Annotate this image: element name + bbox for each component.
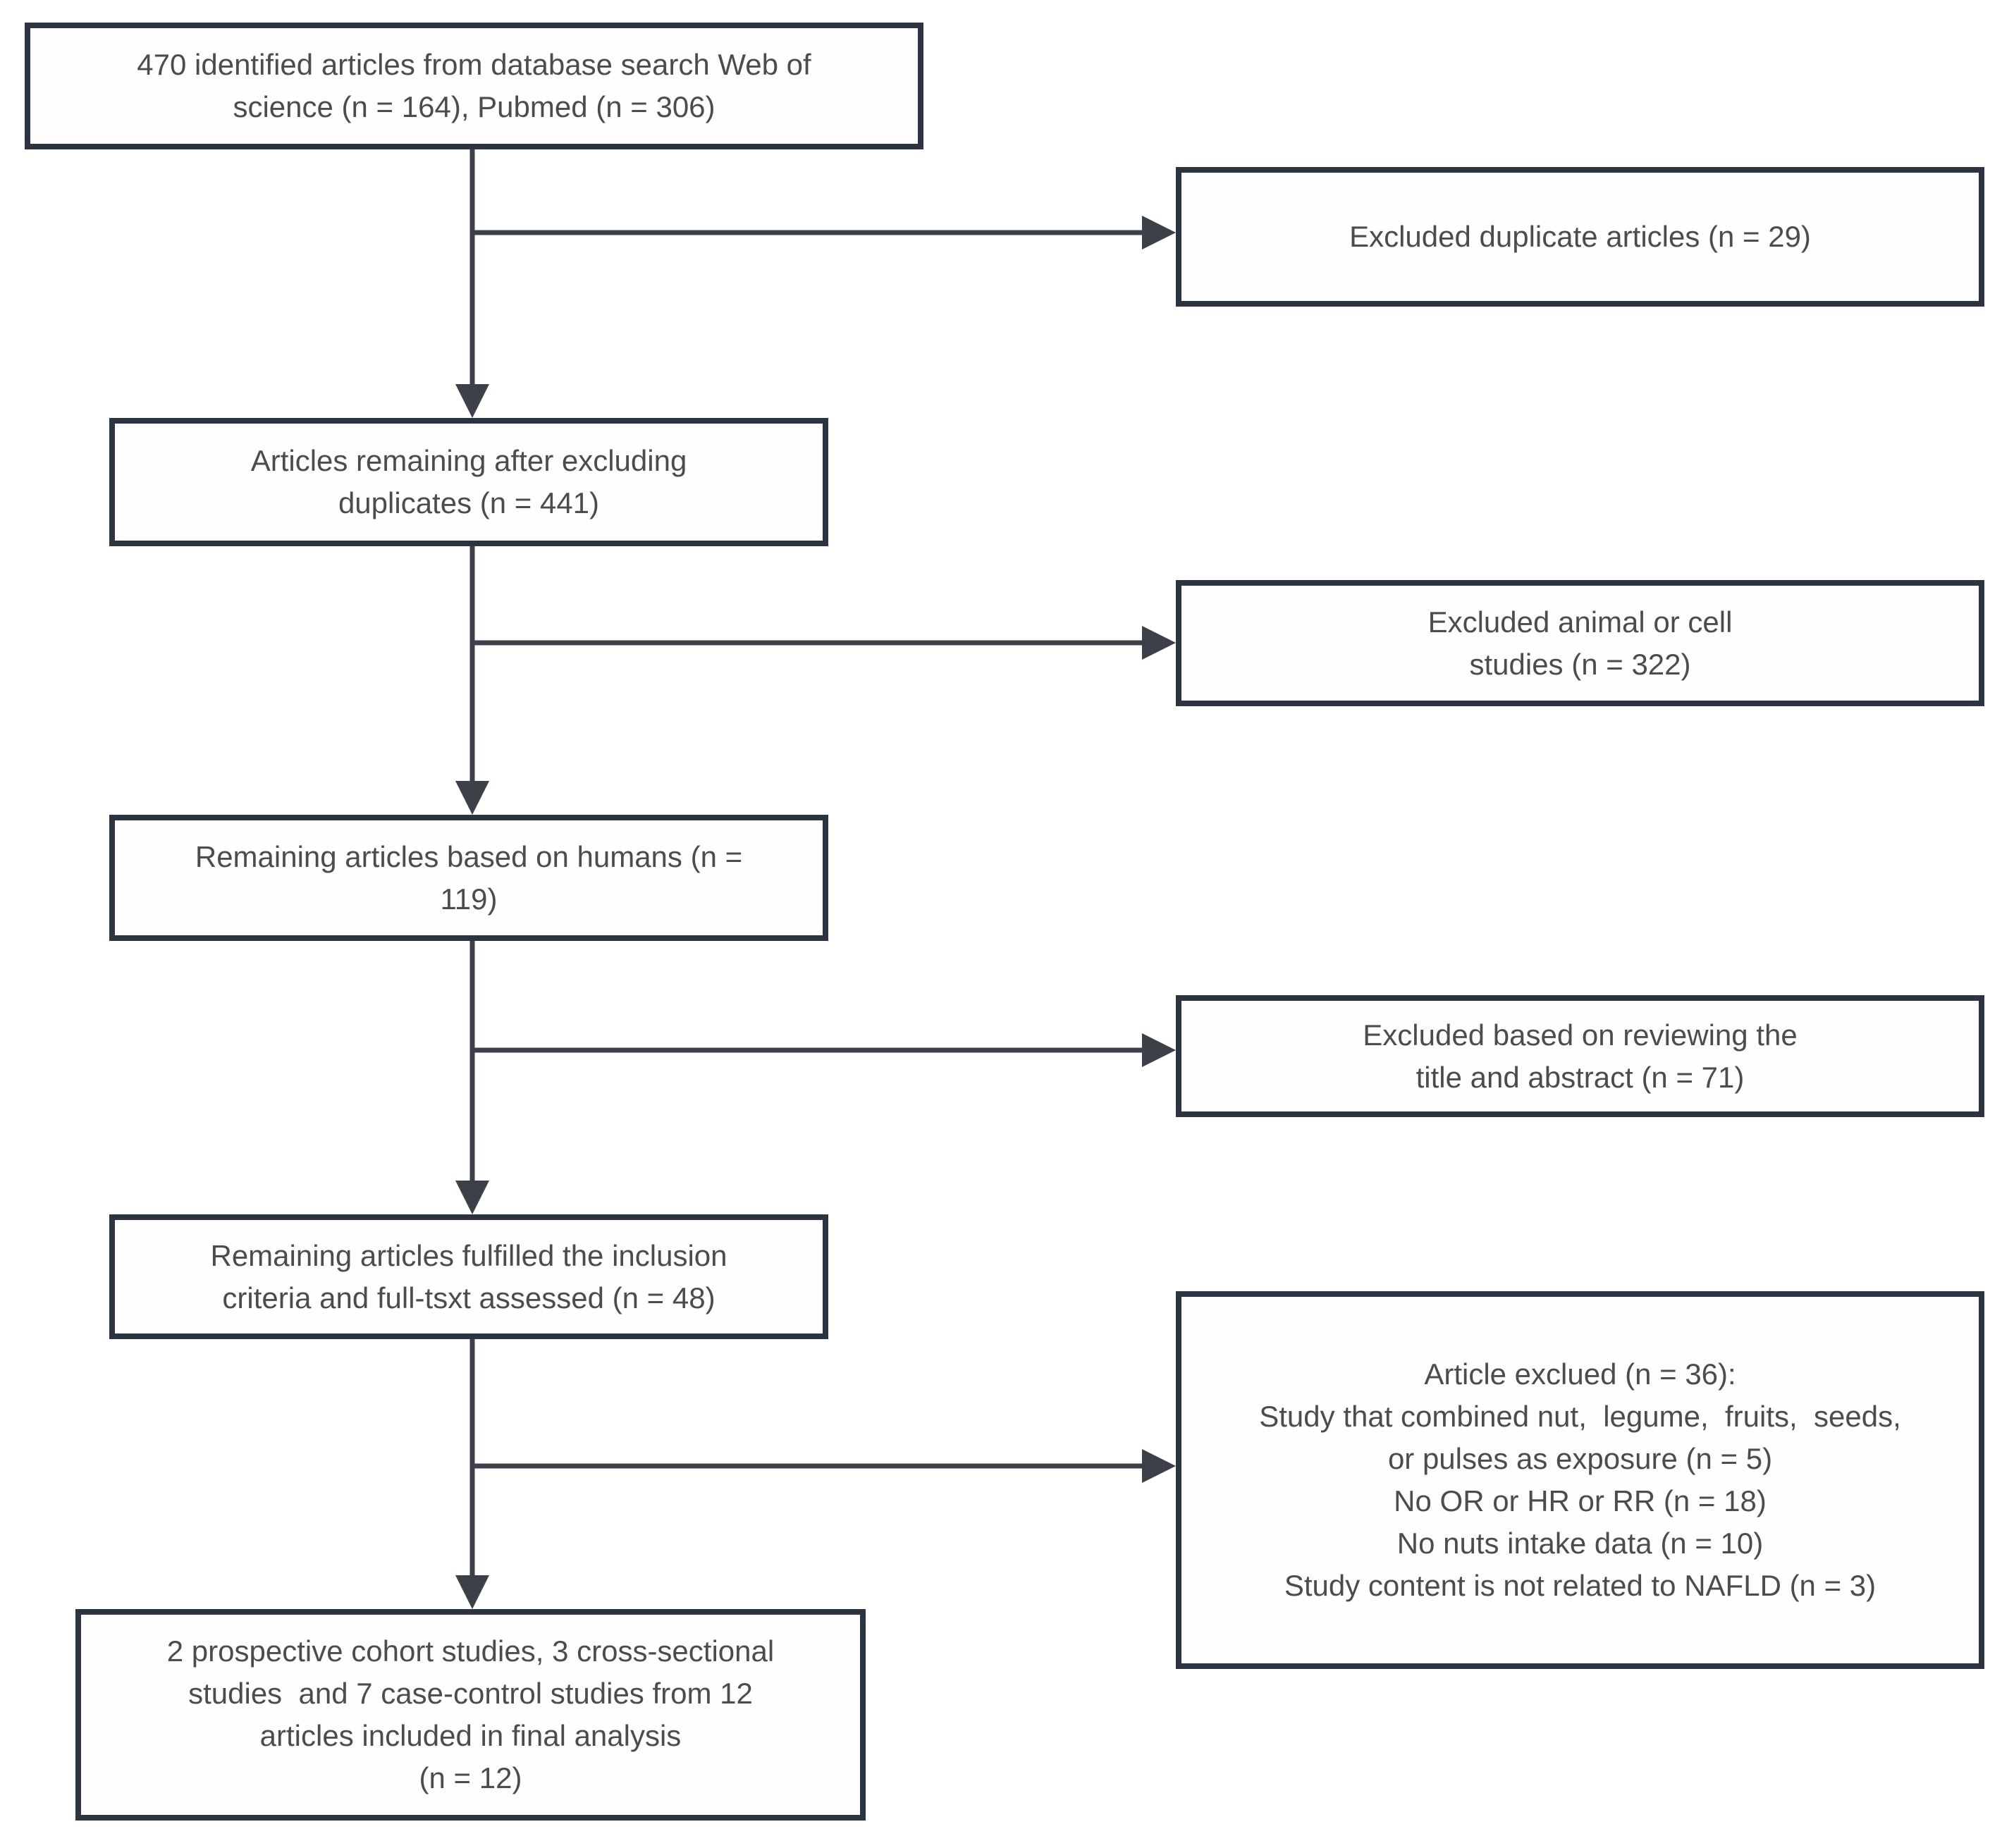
box-based-on-humans: Remaining articles based on humans (n = … (109, 815, 828, 941)
box-identified-articles: 470 identified articles from database se… (25, 23, 923, 149)
box-based-on-humans-text: Remaining articles based on humans (n = … (195, 839, 743, 916)
arrow-fulltext-to-final (455, 1339, 489, 1609)
arrow-to-excluded-title-abstract (472, 1033, 1176, 1067)
box-excluded-full-text-text: Article exclued (n = 36): Study that com… (1259, 1357, 1901, 1602)
box-excluded-duplicates-text: Excluded duplicate articles (n = 29) (1349, 220, 1811, 253)
arrow-to-excluded-full-text (472, 1449, 1176, 1483)
box-identified-articles-text: 470 identified articles from database se… (137, 48, 811, 123)
arrow-humans-to-fulltext (455, 941, 489, 1214)
box-excluded-title-abstract-text: Excluded based on reviewing the title an… (1363, 1018, 1798, 1094)
box-full-text-assessed-text: Remaining articles fulfilled the inclusi… (210, 1238, 727, 1314)
box-final-analysis: 2 prospective cohort studies, 3 cross-se… (75, 1609, 866, 1821)
arrow-identified-to-duplicates-removed (455, 149, 489, 418)
box-excluded-animal-or-cell-text: Excluded animal or cell studies (n = 322… (1427, 605, 1733, 681)
arrow-duplicates-removed-to-humans (455, 546, 489, 815)
arrow-to-excluded-animal-or-cell (472, 626, 1176, 660)
arrow-to-excluded-duplicates (472, 216, 1176, 250)
box-excluded-animal-or-cell: Excluded animal or cell studies (n = 322… (1176, 580, 1984, 706)
box-excluded-title-abstract: Excluded based on reviewing the title an… (1176, 995, 1984, 1117)
box-after-excluding-duplicates: Articles remaining after excluding dupli… (109, 418, 828, 546)
box-full-text-assessed: Remaining articles fulfilled the inclusi… (109, 1214, 828, 1339)
box-final-analysis-text: 2 prospective cohort studies, 3 cross-se… (166, 1634, 775, 1794)
box-excluded-full-text: Article exclued (n = 36): Study that com… (1176, 1291, 1984, 1669)
box-after-excluding-duplicates-text: Articles remaining after excluding dupli… (250, 444, 687, 519)
box-excluded-duplicates: Excluded duplicate articles (n = 29) (1176, 167, 1984, 307)
